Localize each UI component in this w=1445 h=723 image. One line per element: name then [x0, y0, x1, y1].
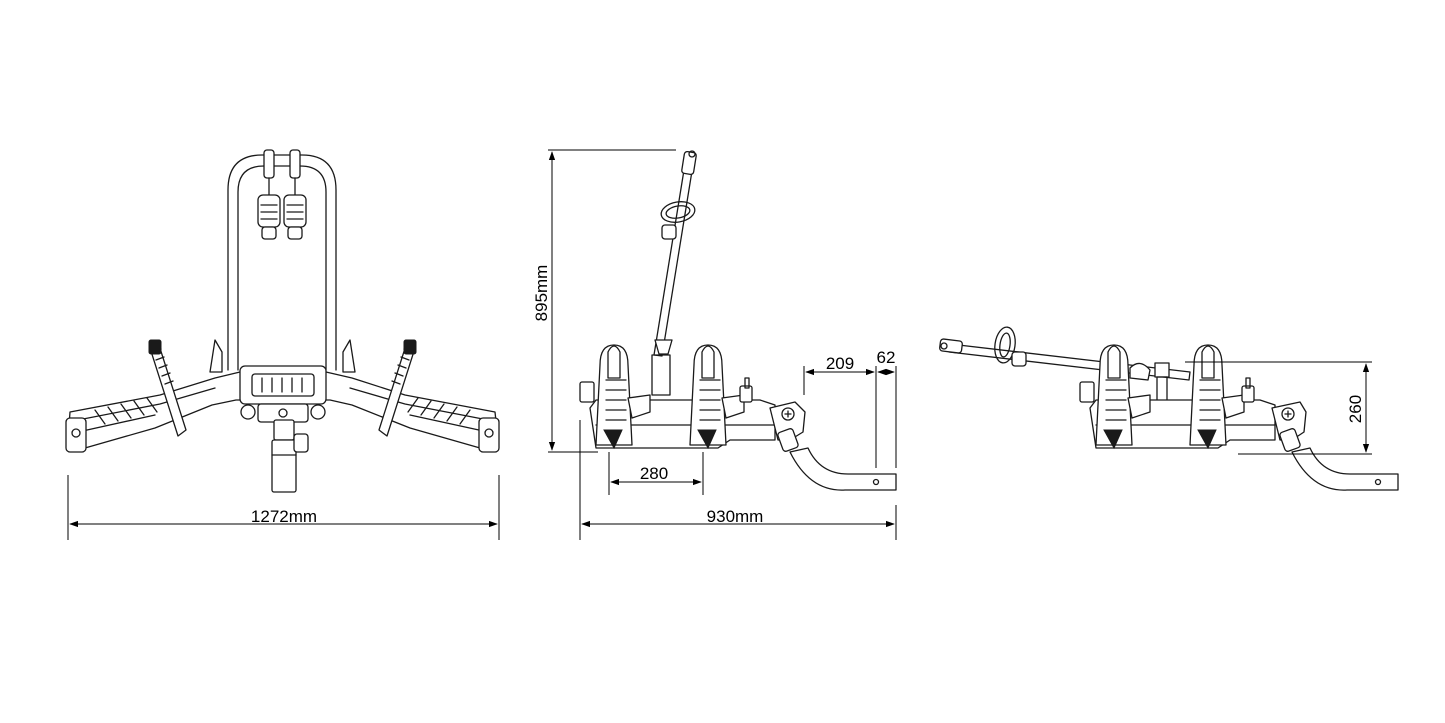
front-ratchet-arms: [148, 339, 417, 437]
front-hitch-tube: [271, 419, 309, 493]
side-hitch: [769, 401, 897, 491]
dim-side-length: 930mm: [579, 420, 897, 540]
dim-wheel-spacing: 280: [608, 452, 704, 495]
front-view: [65, 149, 500, 493]
side-wheel-cradle-2: [689, 344, 745, 450]
dim-front-width: 1272mm: [67, 475, 500, 540]
right-lever-fin: [342, 339, 356, 373]
tilted-wheel-cradle-2: [1189, 344, 1245, 450]
tilted-hitch: [1271, 401, 1399, 491]
tilted-frame-clamp: [994, 326, 1016, 364]
side-mast: [653, 169, 693, 357]
dim-side-height: 895mm: [532, 149, 676, 453]
tilted-wheel-cradle-1: [1095, 344, 1151, 450]
frame-clamps: [257, 149, 307, 240]
dim-label-hitch-offset: 209: [826, 354, 854, 373]
side-view-tilted: [939, 326, 1399, 491]
dim-label-front-width: 1272mm: [251, 507, 317, 526]
side-wheel-cradle-1: [595, 344, 651, 450]
front-base: [65, 365, 500, 453]
tilted-mast: [948, 343, 1191, 381]
dim-label-side-length: 930mm: [707, 507, 764, 526]
front-upright-frame-outer: [227, 154, 337, 371]
left-lever-fin: [209, 339, 223, 373]
dim-tilted-height: 260: [1185, 361, 1372, 455]
side-view-upright: [579, 150, 897, 491]
side-frame-clamp: [660, 201, 696, 223]
dim-hitch-offset: 209 62: [803, 348, 897, 468]
dim-label-wheel-spacing: 280: [640, 464, 668, 483]
dim-label-side-height: 895mm: [532, 265, 551, 322]
dim-label-hitch-end: 62: [877, 348, 896, 367]
front-upright-frame-inner: [237, 165, 327, 371]
dim-label-tilted-height: 260: [1346, 395, 1365, 423]
